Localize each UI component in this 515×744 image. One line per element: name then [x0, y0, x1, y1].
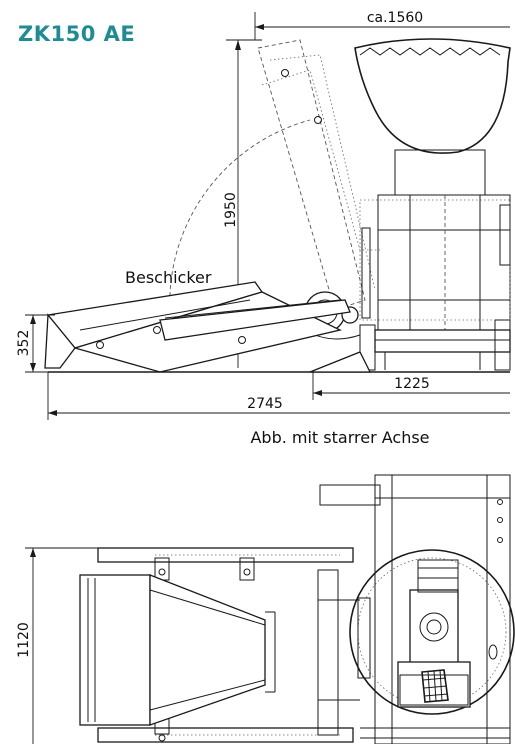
side-rail	[361, 227, 371, 319]
feeder-hole-3	[238, 336, 246, 344]
feeder-hole	[96, 341, 104, 349]
feeder-hole-2	[153, 326, 161, 334]
hopper-bowl	[354, 38, 511, 154]
motor-head	[417, 559, 459, 593]
side-plate-plan	[357, 597, 371, 679]
motor-housing	[409, 589, 459, 666]
feeder-raised-position	[257, 39, 366, 311]
dimension-base-label: 1225	[394, 376, 430, 392]
feeder-raised-outline-2	[261, 69, 380, 251]
machine-body-hidden	[359, 199, 511, 321]
dimension-top-width: ca.1560	[254, 10, 510, 40]
frame-rail-bottom	[97, 727, 354, 743]
feeder-raised-outline	[269, 54, 376, 291]
dimension-base: 1225	[312, 372, 510, 400]
dimension-feeder-height-label: 352	[16, 330, 32, 357]
machine-neck	[394, 149, 486, 196]
top-bracket-left	[319, 484, 381, 506]
frame-leg-right	[494, 319, 511, 371]
side-plate	[499, 204, 511, 266]
feeder-arm	[159, 299, 351, 341]
base-frame	[374, 329, 511, 353]
page-title: ZK150 AE	[18, 22, 136, 46]
figure-caption: Abb. mit starrer Achse	[250, 428, 429, 447]
ground-ramp	[309, 351, 372, 373]
dimension-height-label: 1950	[223, 192, 239, 228]
hopper-circle-plan	[349, 549, 515, 715]
dimension-total-length: 2745	[47, 372, 510, 420]
side-fitting	[488, 644, 498, 660]
dimension-width-label: 1120	[16, 622, 32, 658]
motor-shaft	[419, 612, 449, 642]
pivot-hole-raised-2	[314, 116, 322, 124]
feeder: Beschicker	[44, 268, 351, 373]
grate-icon	[421, 669, 449, 703]
feeder-label: Beschicker	[125, 268, 212, 287]
side-view: ca.1560 1950	[16, 10, 511, 447]
dimension-width: 1120	[16, 547, 100, 744]
machine-body	[377, 194, 511, 331]
machine-inner-frame	[391, 474, 488, 744]
dimension-total-length-label: 2745	[247, 396, 283, 412]
pivot-hole-raised	[281, 69, 289, 77]
feeder-chute-plan	[79, 574, 151, 726]
frame-rail-top	[97, 547, 354, 563]
dimension-feeder-height: 352	[16, 314, 55, 373]
control-box	[397, 661, 471, 708]
frame-crossmember	[317, 569, 339, 736]
hopper-rim	[359, 47, 501, 56]
top-view: 1120	[16, 474, 515, 744]
feeder-funnel-plan	[149, 574, 266, 726]
bracket-top-mid	[239, 557, 255, 581]
dimension-top-label: ca.1560	[367, 10, 423, 26]
feeder-mouth	[44, 313, 76, 369]
